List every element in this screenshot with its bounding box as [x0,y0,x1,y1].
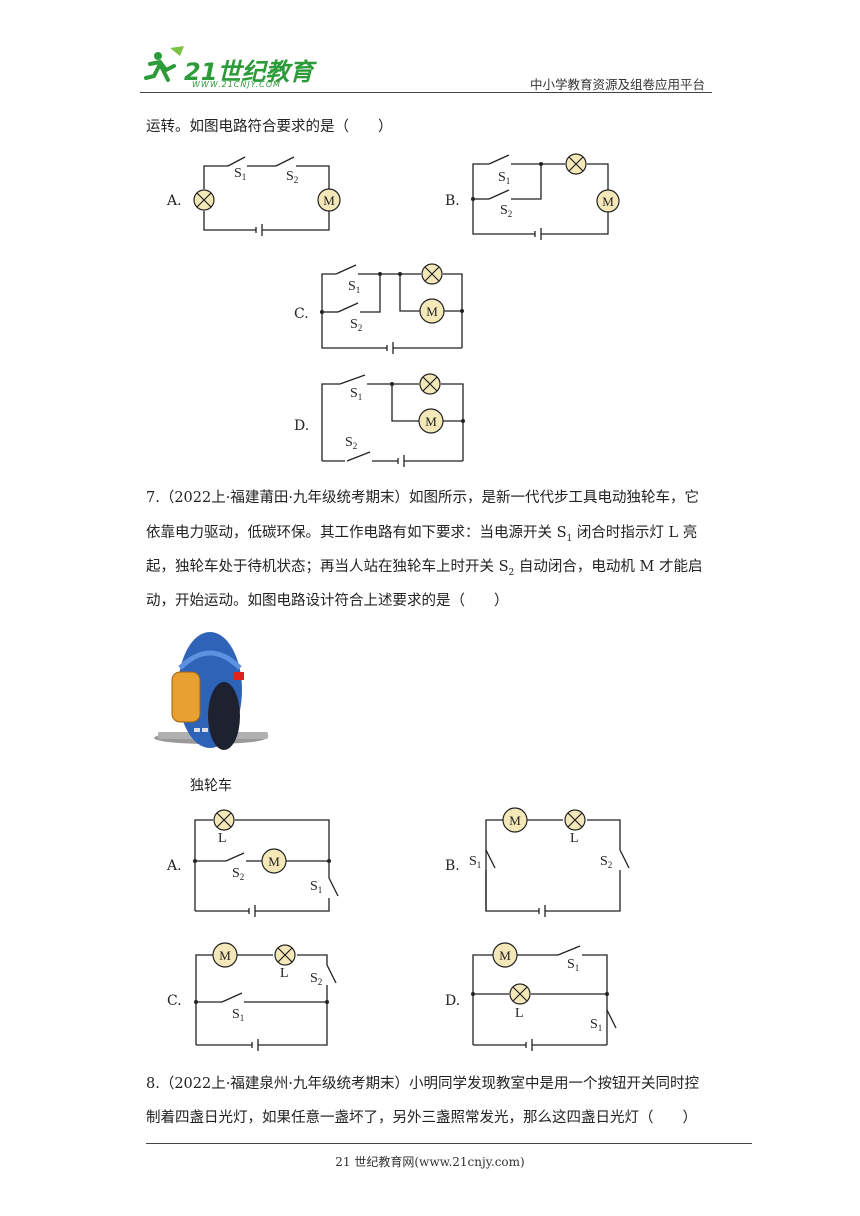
q7-option-b-label: B. [445,858,460,874]
motor-icon [212,807,528,968]
unicycle-image [154,632,268,750]
runner-logo-icon [144,46,184,82]
lamp-icon [213,809,586,1005]
svg-text:M: M [425,414,437,429]
svg-text:S2: S2 [350,317,362,333]
svg-text:S1: S1 [310,879,322,895]
q7-circuit-c [195,954,337,1051]
q7-line3: 起，独轮车处于待机状态；再当人站在独轮车上时开关 S2 自动闭合，电动机 M 才… [146,559,703,578]
q7-line4: 动，开始运动。如图电路设计符合上述要求的是（ ） [146,593,509,609]
logo-url: WWW.21CNJY.COM [192,80,281,89]
svg-text:S1: S1 [348,279,360,295]
svg-text:S1: S1 [232,1007,244,1023]
svg-text:S2: S2 [310,971,322,987]
svg-text:S1: S1 [498,170,510,186]
logo-text: 21世纪教育 [184,58,314,86]
svg-text:L: L [280,966,289,981]
q6-circuits: M M M M S1 S2 S1 S2 S1 S2 S1 S2 [193,153,620,467]
svg-text:S2: S2 [286,169,298,185]
q7-circuit-d [472,945,617,1051]
q6-tail-text: 运转。如图电路符合要求的是（ ） [146,119,393,135]
svg-text:M: M [499,948,511,963]
q7-option-a-label: A. [167,858,182,874]
svg-text:S2: S2 [345,435,357,451]
unicycle-caption: 独轮车 [190,778,232,794]
q8-line1: 8.（2022上·福建泉州·九年级统考期末）小明同学发现教室中是用一个按钮开关同… [146,1076,699,1092]
q7-circuit-b [485,819,630,917]
footer-rule [146,1143,752,1144]
q7-line1: 7.（2022上·福建莆田·九年级统考期末）如图所示，是新一代代步工具电动独轮车… [146,490,699,506]
svg-text:S2: S2 [500,203,512,219]
q6-circuit-a [203,156,330,236]
footer-text: 21 世纪教育网(www.21cnjy.com) [335,1155,525,1169]
q7-circuit-a [194,819,339,917]
q7-option-d-label: D. [445,993,461,1009]
svg-text:L: L [570,831,579,846]
svg-text:M: M [602,194,614,209]
svg-text:M: M [268,854,280,869]
lamp-icon [193,153,587,395]
svg-text:M: M [509,813,521,828]
q7-circuits: M M M M L L L L S2 S1 S1 S2 S2 S1 S1 S1 [193,807,630,1051]
q6-option-b-label: B. [445,193,460,209]
svg-text:S1: S1 [590,1017,602,1033]
svg-text:S1: S1 [469,854,481,870]
svg-text:S2: S2 [600,854,612,870]
q7-line2: 依靠电力驱动，低碳环保。其工作电路有如下要求：当电源开关 S1 闭合时指示灯 L… [146,525,698,544]
header-right-text: 中小学教育资源及组卷应用平台 [530,77,706,92]
svg-text:L: L [218,831,227,846]
svg-text:M: M [323,193,335,208]
svg-text:L: L [515,1006,524,1021]
q8-line2: 制着四盏日光灯，如果任意一盏坏了，另外三盏照常发光，那么这四盏日光灯（ ） [146,1110,697,1126]
svg-text:S1: S1 [234,166,246,182]
svg-text:M: M [219,948,231,963]
q6-option-d-label: D. [294,418,310,434]
motor-icon [317,188,620,434]
q6-circuit-b [472,154,609,240]
q6-option-c-label: C. [294,306,309,322]
header-logo [140,42,310,92]
q6-option-a-label: A. [167,193,182,209]
svg-text:S2: S2 [232,866,244,882]
q7-option-c-label: C. [167,993,182,1009]
svg-text:S1: S1 [350,386,362,402]
svg-text:S1: S1 [567,957,579,973]
q6-circuit-d [321,374,464,467]
header-rule [140,92,712,93]
svg-text:M: M [426,304,438,319]
